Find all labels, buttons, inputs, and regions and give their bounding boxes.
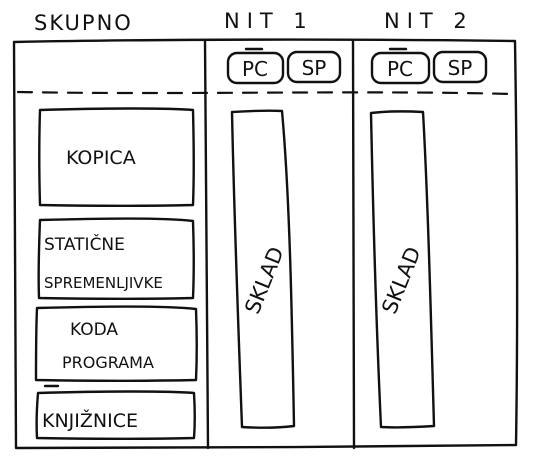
thread1-sp-label: SP <box>302 56 327 80</box>
static-variables-label-line2: SPREMENLJIVKE <box>44 274 163 292</box>
program-code-label-line2: PROGRAMA <box>62 353 154 372</box>
thread1-stack-label: SKLAD <box>240 244 288 318</box>
thread2-column-title: NIT 2 <box>384 9 474 33</box>
heap-label: KOPICA <box>66 147 136 169</box>
static-variables-label-line1: STATIČNE <box>44 233 125 255</box>
thread1-pc-label: PC <box>242 57 268 81</box>
program-code-label-line1: KODA <box>70 320 118 340</box>
thread2-sp-label: SP <box>448 56 473 80</box>
libraries-label: KNJIŽNICE <box>42 409 138 432</box>
thread2-pc-register: PC <box>370 47 431 85</box>
thread1-pc-register: PC <box>226 47 285 85</box>
program-code-block: KODA PROGRAMA <box>34 305 198 382</box>
shared-column-title: SKUPNO <box>34 11 133 35</box>
thread2-divider <box>351 39 356 450</box>
thread2-stack-block: SKLAD <box>369 110 436 429</box>
static-variables-block: STATIČNE SPREMENLJIVKE <box>37 217 195 300</box>
thread2-pc-label: PC <box>387 57 413 81</box>
thread2-sp-register: SP <box>432 50 488 84</box>
libraries-block: KNJIŽNICE <box>35 384 196 440</box>
thread1-column-title: NIT 1 <box>224 9 314 33</box>
thread2-stack-label: SKLAD <box>377 244 425 318</box>
heap-block: KOPICA <box>38 107 195 207</box>
thread1-divider <box>203 39 210 450</box>
register-boundary-line <box>16 90 514 96</box>
thread1-stack-block: SKLAD <box>230 109 296 429</box>
thread1-sp-register: SP <box>286 50 342 84</box>
process-outline <box>12 38 519 450</box>
